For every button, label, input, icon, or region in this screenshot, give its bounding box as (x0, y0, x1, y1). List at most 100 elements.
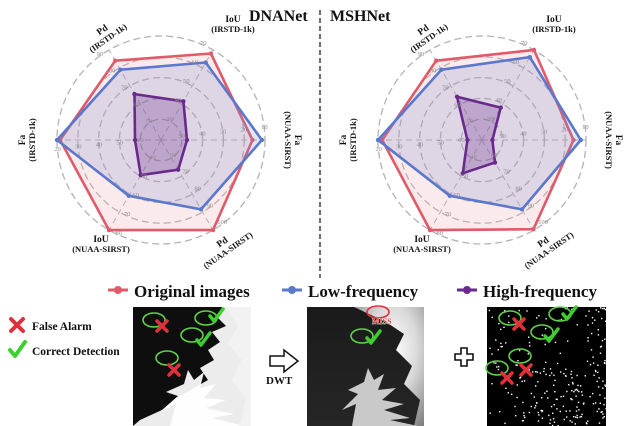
speckle (592, 403, 595, 405)
speckle (545, 318, 547, 320)
tick-label: 50 (116, 139, 123, 146)
speckle (537, 381, 539, 383)
speckle (521, 420, 524, 422)
speckle (505, 342, 507, 344)
axis-label-line: (NUAA-SIRST) (283, 111, 293, 169)
speckle (541, 417, 544, 419)
axis-label-line: IoU (546, 15, 561, 25)
tick-label: 50 (141, 173, 148, 180)
speckle (538, 414, 540, 416)
tick-label: 30 (396, 144, 403, 151)
speckle (518, 309, 520, 312)
speckle (603, 416, 605, 418)
speckle (575, 388, 578, 391)
tree-silhouette (160, 370, 244, 426)
speckle (508, 315, 510, 317)
tick-label: 50 (462, 173, 469, 180)
detection-circle (142, 312, 166, 328)
speckle (599, 402, 601, 404)
speckle (586, 360, 589, 362)
speckle (571, 381, 574, 384)
speckle (592, 392, 594, 395)
axis-label-line: (IRSTD-1k) (27, 118, 37, 162)
title-left: DNANet (249, 8, 308, 25)
speckle (528, 341, 531, 344)
tick-label: 80 (194, 185, 201, 192)
speckle (543, 367, 545, 370)
data-point-low (519, 207, 525, 212)
data-point-low (118, 67, 123, 72)
speckle (577, 384, 579, 387)
speckle (554, 391, 556, 393)
speckle (522, 419, 524, 422)
speckle (524, 416, 526, 419)
speckle (587, 324, 589, 326)
red-cross-icon (519, 363, 533, 377)
tick-label: 60 (132, 192, 139, 199)
legend-marker-original (114, 286, 122, 294)
speckle (505, 387, 507, 389)
speckle (500, 346, 502, 348)
speckle (589, 363, 592, 366)
axis-label-pd-irstd: Pd(IRSTD-1k) (87, 21, 128, 54)
speckle (601, 411, 603, 413)
speckle (545, 361, 547, 363)
detection-circle (485, 360, 509, 376)
tick-label: 40 (470, 154, 477, 161)
speckle (594, 319, 596, 321)
tick-label: 50 (437, 139, 444, 146)
speckle (575, 395, 577, 397)
speckle (491, 316, 493, 319)
axis-label-fa-irstd: Fa(IRSTD-1k) (339, 118, 358, 162)
speckle (602, 413, 604, 415)
speckle (522, 401, 524, 404)
grid-spoke (481, 139, 535, 231)
speckle (554, 379, 556, 382)
speckle (589, 395, 591, 398)
tick-label: 30 (75, 144, 82, 151)
speckle (523, 415, 525, 417)
speckle (503, 326, 505, 328)
data-point-original (434, 58, 439, 63)
speckle (528, 411, 531, 414)
speckle (560, 396, 562, 398)
speckle (602, 380, 604, 382)
axis-label-iou-nuaa: IoU(NUAA-SIRST) (72, 235, 130, 254)
speckle (552, 418, 555, 420)
speckle (583, 402, 585, 404)
speckle (537, 411, 539, 414)
speckle (604, 308, 606, 311)
tick-label: 30 (166, 116, 173, 123)
data-point-high (132, 91, 137, 97)
speckle (566, 416, 568, 418)
speckle (549, 368, 552, 370)
tick-label: 60 (454, 101, 461, 108)
speckle (514, 405, 516, 408)
speckle (511, 393, 513, 395)
speckle (581, 413, 583, 416)
detection-circle (530, 324, 554, 340)
tick-label: 70 (442, 85, 449, 92)
tick-label: 60 (137, 137, 144, 144)
speckle (581, 391, 583, 393)
axis-label-line: (NUAA-SIRST) (604, 111, 614, 169)
speckle (535, 371, 537, 373)
data-point-high (132, 137, 138, 143)
speckle (576, 414, 578, 417)
speckle (585, 422, 588, 424)
tick-label: 40 (96, 142, 103, 149)
speckle (597, 334, 600, 336)
speckle (600, 345, 603, 348)
speckle (597, 311, 600, 313)
speckle (599, 394, 601, 396)
speckle (497, 368, 500, 371)
data-point-high (498, 105, 503, 110)
speckle (591, 316, 594, 319)
tick-label: 80 (436, 230, 443, 237)
speckle (556, 408, 558, 410)
speckle (567, 340, 569, 342)
speckle (536, 317, 538, 319)
speckle (602, 417, 604, 419)
tick-label: 20 (561, 126, 568, 133)
